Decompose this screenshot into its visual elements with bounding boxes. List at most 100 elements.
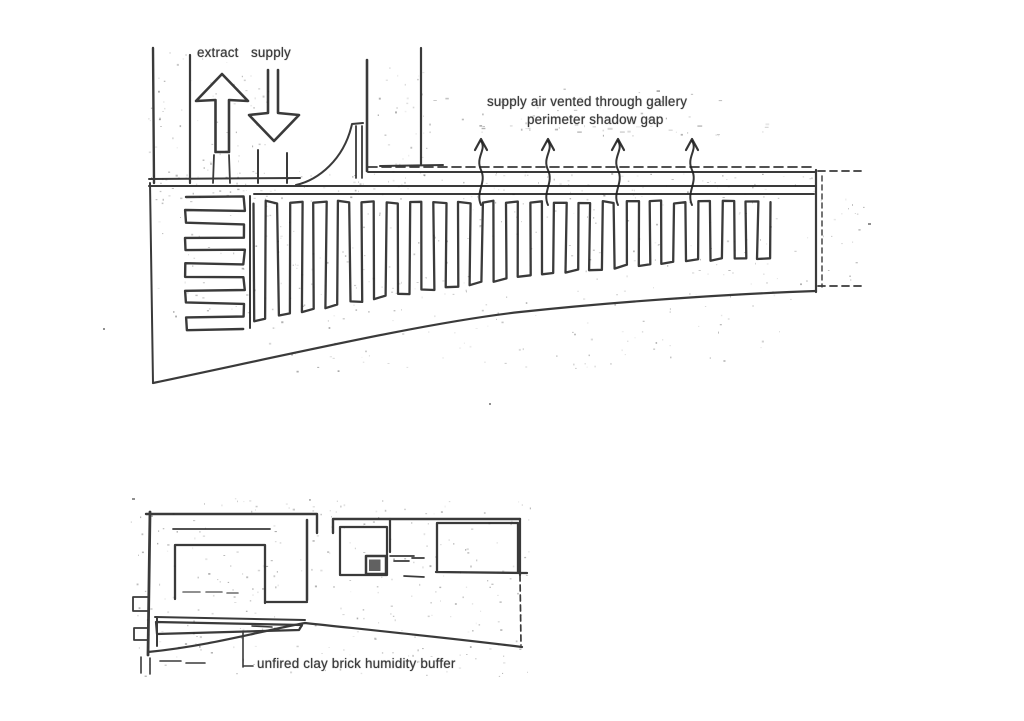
noise-dot bbox=[547, 193, 549, 195]
noise-dot bbox=[554, 128, 558, 131]
noise-dot bbox=[164, 107, 166, 110]
noise-dot bbox=[132, 498, 135, 500]
noise-dot bbox=[336, 500, 338, 502]
plan-tick-marks bbox=[389, 555, 425, 578]
noise-dot bbox=[312, 506, 315, 508]
noise-dot bbox=[320, 294, 322, 295]
noise-dot bbox=[177, 646, 181, 648]
noise-dot bbox=[176, 147, 178, 149]
noise-dot bbox=[521, 221, 522, 223]
noise-dot bbox=[442, 357, 444, 359]
noise-dot bbox=[391, 291, 394, 293]
plan-bottom-boundary bbox=[146, 621, 524, 654]
noise-dot bbox=[443, 575, 445, 577]
noise-dot bbox=[381, 576, 383, 578]
vent-annotation-line1: supply air vented through gallery bbox=[487, 94, 688, 109]
noise-dot bbox=[254, 97, 256, 100]
noise-dot bbox=[752, 305, 754, 307]
noise-dot bbox=[264, 198, 266, 200]
noise-dot bbox=[745, 213, 747, 214]
noise-dot bbox=[202, 282, 205, 284]
noise-dot bbox=[180, 197, 183, 200]
noise-dot bbox=[273, 525, 276, 527]
noise-dot bbox=[573, 212, 575, 214]
noise-dot bbox=[563, 88, 566, 90]
noise-dot bbox=[180, 217, 181, 218]
noise-dot bbox=[599, 106, 601, 109]
noise-dot bbox=[502, 672, 504, 674]
noise-dot bbox=[260, 190, 263, 192]
noise-dot bbox=[710, 248, 712, 249]
noise-dot bbox=[332, 357, 335, 359]
noise-dot bbox=[343, 504, 346, 507]
noise-dot bbox=[233, 103, 236, 105]
noise-dot bbox=[173, 565, 176, 567]
noise-dot bbox=[459, 347, 462, 349]
noise-dot bbox=[666, 185, 667, 187]
noise-dot bbox=[192, 632, 195, 635]
noise-dot bbox=[852, 204, 853, 206]
noise-dot bbox=[573, 109, 578, 111]
noise-dot bbox=[390, 605, 393, 607]
noise-dot bbox=[167, 544, 170, 546]
noise-dot bbox=[718, 331, 719, 334]
noise-dot bbox=[340, 607, 342, 610]
noise-dot bbox=[669, 311, 671, 313]
noise-dot bbox=[481, 309, 484, 312]
noise-dot bbox=[502, 570, 505, 572]
noise-dot bbox=[337, 190, 340, 192]
noise-dot bbox=[794, 250, 797, 252]
noise-dot bbox=[230, 565, 232, 567]
noise-dot bbox=[522, 348, 524, 351]
noise-dot bbox=[381, 652, 384, 654]
noise-dot bbox=[593, 217, 595, 219]
noise-dot bbox=[273, 575, 276, 578]
noise-dot bbox=[497, 594, 499, 596]
noise-dot bbox=[215, 93, 217, 95]
noise-dot bbox=[253, 107, 255, 109]
noise-dot bbox=[202, 58, 204, 60]
noise-dot bbox=[687, 191, 689, 194]
noise-dot bbox=[634, 337, 636, 339]
noise-dot bbox=[233, 646, 235, 649]
noise-dot bbox=[647, 118, 651, 120]
noise-dot bbox=[292, 264, 294, 266]
noise-dot bbox=[363, 523, 366, 525]
noise-dot bbox=[852, 241, 854, 243]
noise-dot bbox=[496, 171, 497, 174]
plan-outer-top-wall bbox=[144, 512, 522, 535]
noise-dot bbox=[362, 183, 364, 185]
noise-dot bbox=[536, 107, 539, 109]
noise-dot bbox=[162, 111, 164, 112]
noise-dot bbox=[773, 294, 776, 297]
plan-store-fill bbox=[369, 559, 381, 571]
noise-dot bbox=[717, 134, 720, 136]
noise-dot bbox=[512, 565, 515, 568]
noise-dot bbox=[281, 321, 284, 324]
noise-dot bbox=[103, 328, 105, 330]
noise-dot bbox=[389, 227, 392, 229]
noise-dot bbox=[138, 554, 139, 556]
noise-dot bbox=[520, 128, 523, 131]
noise-dot bbox=[496, 318, 497, 320]
noise-dot bbox=[231, 308, 233, 310]
noise-dot bbox=[311, 568, 313, 571]
noise-dot bbox=[263, 172, 265, 174]
noise-dot bbox=[654, 242, 657, 244]
noise-dot bbox=[583, 298, 586, 300]
noise-dot bbox=[290, 671, 293, 674]
noise-dot bbox=[627, 220, 630, 222]
noise-dot bbox=[158, 221, 161, 223]
noise-dot bbox=[265, 195, 268, 197]
noise-dot bbox=[489, 403, 491, 405]
noise-dot bbox=[362, 609, 365, 611]
noise-dot bbox=[472, 209, 474, 211]
noise-dot bbox=[503, 175, 506, 177]
noise-dot bbox=[485, 182, 488, 184]
noise-dot bbox=[255, 172, 257, 174]
noise-dot bbox=[238, 155, 240, 157]
noise-dot bbox=[395, 163, 398, 165]
noise-dot bbox=[278, 251, 280, 253]
noise-dot bbox=[285, 503, 288, 505]
